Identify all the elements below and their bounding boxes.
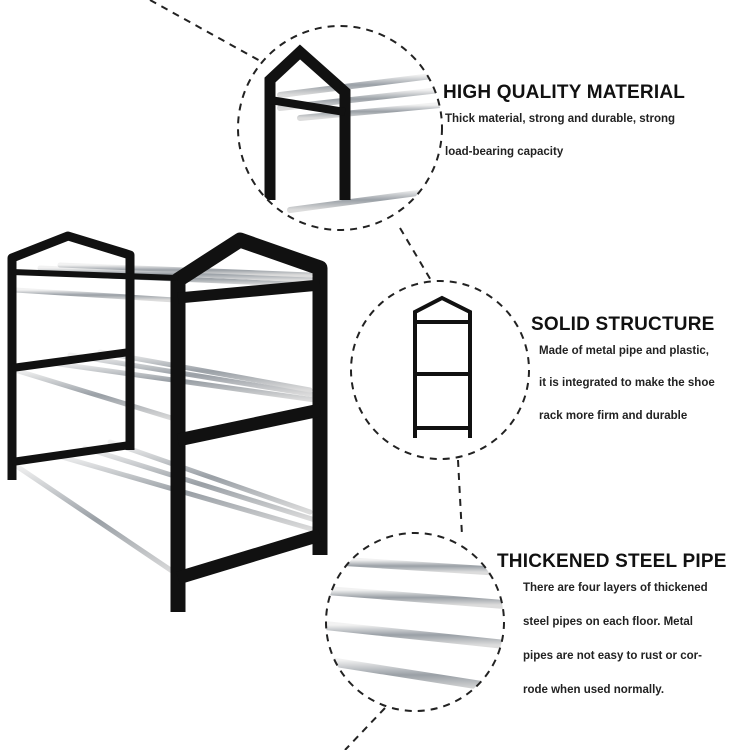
feature-title: THICKENED STEEL PIPE — [497, 551, 727, 572]
feature-text: rack more firm and durable — [539, 410, 688, 422]
feature-text: Thick material, strong and durable, stro… — [445, 113, 676, 125]
feature-text: load-bearing capacity — [445, 146, 564, 158]
detail-circle-structure — [350, 280, 530, 460]
feature-text: it is integrated to make the shoe — [539, 377, 715, 389]
feature-text: rode when used normally. — [523, 684, 665, 696]
feature-title: HIGH QUALITY MATERIAL — [443, 82, 686, 103]
feature-text: steel pipes on each floor. Metal — [523, 616, 693, 628]
feature-text: There are four layers of thickened — [523, 582, 708, 594]
feature-text: Made of metal pipe and plastic, — [539, 345, 709, 357]
detail-circle-pipes — [325, 532, 505, 712]
feature-text: pipes are not easy to rust or cor- — [523, 650, 702, 662]
connector-lines — [149, 0, 463, 750]
feature-title: SOLID STRUCTURE — [531, 314, 715, 335]
detail-circle-material — [237, 25, 443, 231]
shoe-rack — [7, 231, 328, 612]
